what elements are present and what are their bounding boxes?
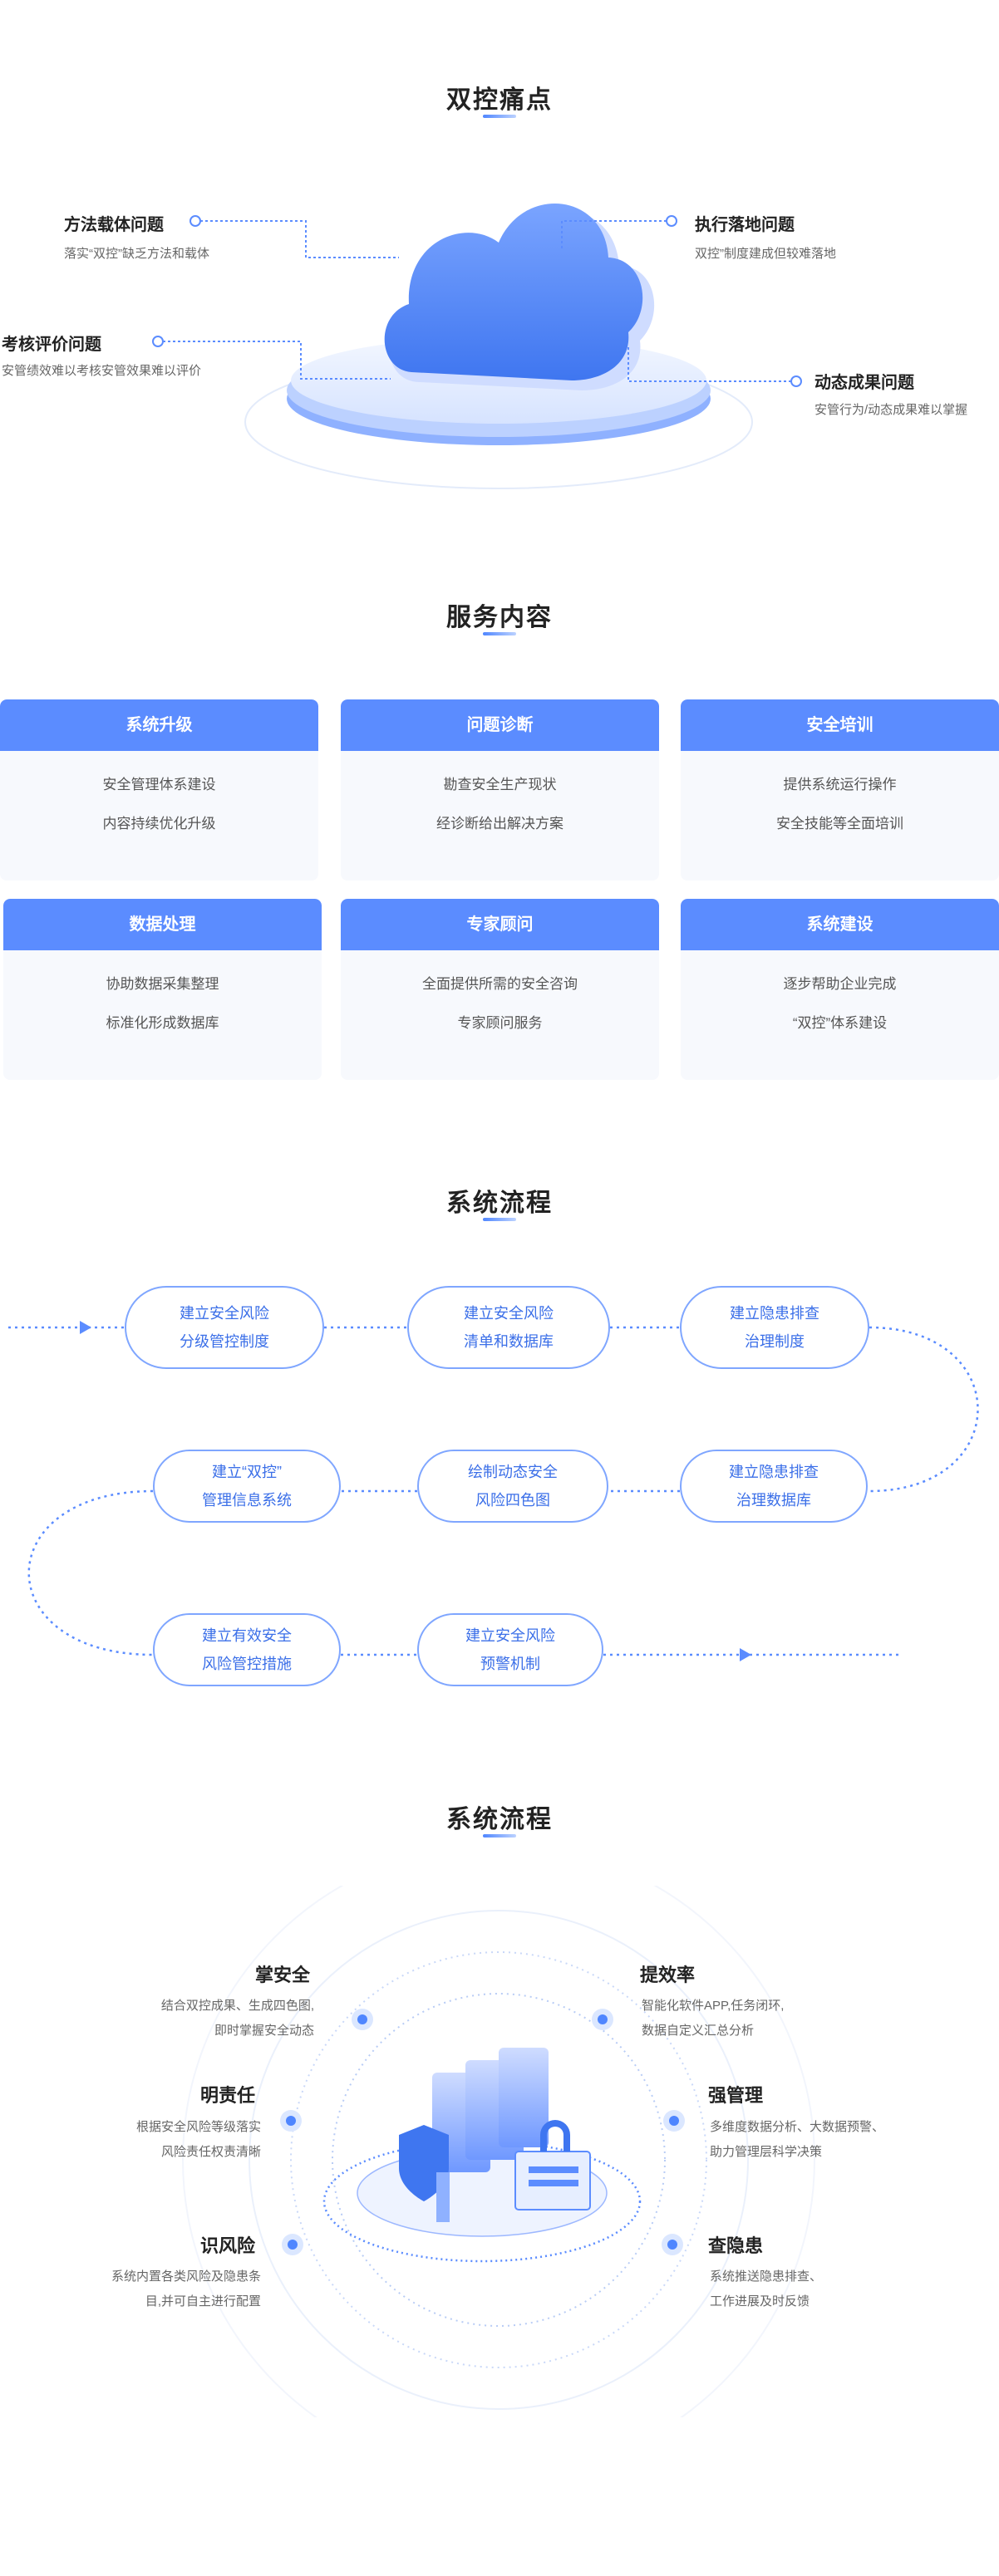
feature-dot (662, 2234, 683, 2255)
feature-desc-line: 系统内置各类风险及隐患条 (111, 2269, 261, 2284)
service-card-title: 安全培训 (681, 699, 999, 751)
title-underline (483, 632, 516, 635)
feature-dot (280, 2110, 302, 2132)
feature-desc-line: 助力管理层科学决策 (710, 2145, 823, 2159)
feature-dot (352, 2009, 373, 2030)
feature-desc-line: 数据自定义汇总分析 (642, 2024, 755, 2038)
feature-desc-line: 目,并可自主进行配置 (145, 2294, 261, 2309)
pain-points-title: 双控痛点 (446, 86, 553, 114)
flow-step: 建立隐患排查 治理制度 (680, 1286, 869, 1369)
pain-point-title: 方法载体问题 (64, 216, 164, 234)
feature-desc-line: 智能化软件APP,任务闭环, (642, 1999, 785, 2013)
service-card: 问题诊断 勘查安全生产现状 经诊断给出解决方案 (341, 699, 659, 881)
service-card-title: 专家顾问 (341, 899, 659, 950)
flow-step-line: 建立安全风险 (465, 1627, 555, 1644)
service-card-title: 系统升级 (0, 699, 318, 751)
pain-point-desc: 安管行为/动态成果难以掌握 (814, 403, 968, 417)
service-card-line: “双控”体系建设 (792, 1015, 888, 1031)
service-card: 专家顾问 全面提供所需的安全咨询 专家顾问服务 (341, 899, 659, 1080)
flow-step: 绘制动态安全 风险四色图 (417, 1450, 608, 1523)
flow-step-line: 风险四色图 (475, 1492, 550, 1509)
feature-desc-line: 根据安全风险等级落实 (135, 2120, 261, 2134)
service-card: 系统建设 逐步帮助企业完成 “双控”体系建设 (681, 899, 999, 1080)
pain-point-desc: 双控”制度建成但较难落地 (695, 247, 836, 261)
feature-desc: 系统内置各类风险及隐患条 目,并可自主进行配置 (50, 2264, 261, 2314)
title-underline (483, 1834, 516, 1838)
service-card-title: 系统建设 (681, 899, 999, 950)
flow-title: 系统流程 (446, 1190, 553, 1217)
feature-desc-line: 风险责任权责清晰 (160, 2145, 261, 2159)
flow-step: 建立安全风险 预警机制 (417, 1613, 603, 1686)
flow-step-line: 建立安全风险 (464, 1305, 554, 1322)
service-card-line: 经诊断给出解决方案 (436, 816, 563, 832)
feature-desc: 多维度数据分析、大数据预警、 助力管理层科学决策 (710, 2115, 934, 2165)
feature-title: 识风险 (200, 2235, 256, 2256)
service-card-title: 数据处理 (3, 899, 322, 950)
feature-desc: 结合双控成果、生成四色图, 即时掌握安全动态 (100, 1994, 314, 2044)
services-title: 服务内容 (446, 604, 553, 631)
feature-title: 强管理 (708, 2085, 764, 2106)
feature-title: 掌安全 (255, 1965, 311, 1985)
feature-desc-line: 多维度数据分析、大数据预警、 (710, 2120, 885, 2134)
pain-point-title: 考核评价问题 (2, 336, 101, 354)
service-card-line: 逐步帮助企业完成 (783, 976, 897, 992)
feature-dot (663, 2110, 685, 2132)
flow-step-line: 建立隐患排查 (730, 1305, 819, 1322)
service-card-line: 勘查安全生产现状 (443, 777, 557, 792)
feature-desc-line: 结合双控成果、生成四色图, (160, 1999, 314, 2013)
pain-point-desc: 安管绩效难以考核安管效果难以评价 (2, 364, 202, 378)
pain-point-title: 动态成果问题 (814, 374, 914, 392)
flow-step: 建立隐患排查 治理数据库 (680, 1450, 868, 1523)
service-card-line: 内容持续优化升级 (102, 816, 216, 832)
service-card-line: 安全管理体系建设 (102, 777, 216, 792)
flow-step: 建立安全风险 分级管控制度 (125, 1286, 324, 1369)
pain-point-desc: 落实“双控”缺乏方法和载体 (64, 247, 209, 261)
flow-step: 建立“双控” 管理信息系统 (153, 1450, 341, 1523)
flow-step-line: 建立隐患排查 (729, 1464, 819, 1480)
flow-step-line: 建立有效安全 (202, 1627, 292, 1644)
feature-title: 查隐患 (708, 2235, 764, 2256)
feature-dot (282, 2234, 303, 2255)
feature-desc: 系统推送隐患排查、 工作进展及时反馈 (710, 2264, 901, 2314)
feature-title: 明责任 (200, 2085, 256, 2106)
flow-step-line: 建立“双控” (212, 1464, 282, 1480)
service-card: 系统升级 安全管理体系建设 内容持续优化升级 (0, 699, 318, 881)
feature-desc-line: 即时掌握安全动态 (214, 2024, 314, 2038)
service-card-line: 专家顾问服务 (457, 1015, 543, 1031)
flow-step: 建立有效安全 风险管控措施 (153, 1613, 341, 1686)
feature-title: 提效率 (640, 1965, 696, 1985)
feature-dot (592, 2009, 613, 2030)
service-card-line: 标准化形成数据库 (106, 1015, 219, 1031)
title-underline (483, 1218, 516, 1221)
flow-step-line: 风险管控措施 (202, 1656, 292, 1672)
flow-step-line: 清单和数据库 (464, 1333, 554, 1350)
feature-desc: 根据安全风险等级落实 风险责任权责清晰 (66, 2115, 261, 2165)
flow-step-line: 绘制动态安全 (468, 1464, 558, 1480)
flow-step-line: 分级管控制度 (180, 1333, 269, 1350)
feature-desc-line: 系统推送隐患排查、 (710, 2269, 823, 2284)
service-card: 安全培训 提供系统运行操作 安全技能等全面培训 (681, 699, 999, 881)
service-card-line: 提供系统运行操作 (783, 777, 897, 792)
pain-point-title: 执行落地问题 (695, 216, 795, 234)
feature-desc-line: 工作进展及时反馈 (710, 2294, 810, 2309)
security-platform-illustration (182, 1886, 815, 2417)
feature-desc: 智能化软件APP,任务闭环, 数据自定义汇总分析 (642, 1994, 858, 2044)
service-card-line: 协助数据采集整理 (106, 976, 219, 992)
flow-step-line: 预警机制 (480, 1656, 540, 1672)
flow-step: 建立安全风险 清单和数据库 (407, 1286, 610, 1369)
service-card-line: 全面提供所需的安全咨询 (422, 976, 578, 992)
flow-connector-lines (8, 1321, 979, 1661)
features-title: 系统流程 (446, 1806, 553, 1833)
flow-step-line: 管理信息系统 (202, 1492, 292, 1509)
service-card: 数据处理 协助数据采集整理 标准化形成数据库 (3, 899, 322, 1080)
flow-step-line: 治理制度 (745, 1333, 805, 1350)
service-card-line: 安全技能等全面培训 (776, 816, 903, 832)
flow-step-line: 治理数据库 (736, 1492, 811, 1509)
cloud-platform-illustration (152, 204, 802, 489)
service-card-title: 问题诊断 (341, 699, 659, 751)
flow-step-line: 建立安全风险 (180, 1305, 269, 1322)
title-underline (483, 115, 516, 118)
